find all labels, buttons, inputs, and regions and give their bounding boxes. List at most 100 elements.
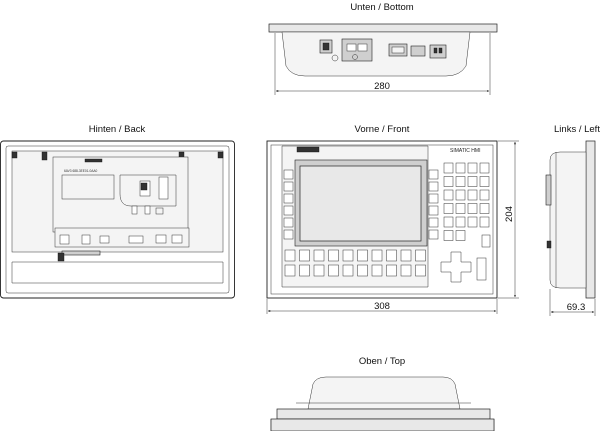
- left-housing: [549, 151, 587, 289]
- function-key-r2-c2: [299, 264, 310, 277]
- keypad-key-r1-c2: [455, 162, 466, 174]
- softkey-left-5: [283, 217, 294, 228]
- keypad-key-r4-c1: [443, 203, 454, 214]
- display-screen: [299, 165, 422, 242]
- front-view-title: Vorne / Front: [355, 124, 410, 135]
- ethernet-module: [341, 38, 373, 62]
- keypad-key-r3-c4: [479, 189, 490, 201]
- front-bezel: [266, 140, 498, 299]
- softkey-left-6: [283, 229, 294, 240]
- serial-port-pins: [391, 46, 405, 54]
- function-key-r2-c6: [357, 264, 368, 277]
- keypad-key-r6-c1: [443, 230, 454, 241]
- numeric-keypad: [443, 162, 491, 248]
- back-bracket: [61, 250, 101, 256]
- back-outer-frame: [0, 140, 235, 299]
- function-key-r1-c5: [342, 249, 354, 262]
- keypad-key-r1-c4: [479, 162, 490, 174]
- function-key-r2-c3: [313, 264, 325, 277]
- bottom-view-title: Unten / Bottom: [350, 2, 413, 13]
- softkey-right-3: [428, 193, 439, 204]
- clip-tl: [11, 151, 18, 159]
- ethernet-port-2: [357, 43, 368, 52]
- softkey-right-1: [428, 169, 439, 180]
- back-port-6: [171, 234, 183, 244]
- power-connector-pins: [322, 42, 330, 51]
- bottom-view: Unten / Bottom 280: [268, 2, 498, 95]
- function-key-r1-c10: [415, 249, 426, 262]
- keypad-key-r3-c3: [467, 189, 478, 201]
- keypad-key-wide: [481, 234, 491, 248]
- keypad-key-r5-c1: [443, 216, 454, 228]
- usb-port: [410, 45, 426, 57]
- softkey-left-2: [283, 181, 294, 192]
- function-keys-right: [428, 169, 439, 240]
- front-width-dimension-label: 308: [374, 301, 390, 312]
- back-inner-frame: [5, 145, 230, 294]
- module-screw: [352, 54, 358, 60]
- led-2: [144, 205, 151, 215]
- back-port-5: [155, 234, 167, 244]
- back-logo-plate: [84, 158, 103, 163]
- left-view-title: Links / Left: [554, 124, 600, 135]
- front-view: Vorne / Front SIMATIC HMI 308 204: [266, 124, 519, 314]
- ethernet-port-1: [346, 43, 357, 52]
- ground-screw: [331, 54, 339, 62]
- type-label-area: [61, 174, 115, 200]
- left-view: Links / Left 69.3: [545, 124, 600, 316]
- softkey-right-4: [428, 205, 439, 216]
- front-height-dimension-label: 204: [504, 206, 515, 222]
- back-bracket-tab: [57, 252, 65, 262]
- front-logo-plate: [296, 146, 320, 153]
- bottom-dimension-label: 280: [374, 81, 390, 92]
- function-keys-bottom: [284, 249, 426, 277]
- softkey-right-2: [428, 181, 439, 192]
- led-1: [131, 205, 138, 215]
- top-front-plate: [270, 418, 495, 431]
- function-key-r2-c8: [386, 264, 397, 277]
- io-pin-1: [433, 47, 438, 54]
- enter-key: [476, 257, 487, 281]
- keypad-key-r4-c3: [467, 203, 478, 214]
- io-connector: [429, 44, 447, 59]
- function-key-r1-c3: [313, 249, 325, 262]
- function-key-r2-c10: [415, 264, 426, 277]
- back-view-title: Hinten / Back: [89, 124, 146, 135]
- back-port-2: [81, 234, 91, 245]
- keypad-key-r4-c2: [455, 203, 466, 214]
- keypad-key-r6-c2: [455, 230, 466, 241]
- function-key-r1-c4: [328, 249, 339, 262]
- function-key-r1-c9: [400, 249, 412, 262]
- brand-label: SIMATIC HMI: [450, 148, 480, 154]
- keypad-key-r2-c3: [467, 176, 478, 187]
- keypad-key-r3-c1: [443, 189, 454, 201]
- keypad-key-r4-c4: [479, 203, 490, 214]
- clip-t1: [41, 151, 48, 161]
- softkey-right-5: [428, 217, 439, 228]
- top-view-title: Oben / Top: [359, 356, 405, 367]
- navigation-cross: [440, 251, 472, 283]
- top-bezel: [276, 408, 491, 420]
- keypad-key-r1-c1: [443, 162, 454, 174]
- back-label-line-1: 6AV3 688-3EE01-0AA0: [64, 169, 97, 173]
- function-key-r2-c5: [342, 264, 354, 277]
- clip-tr: [217, 151, 224, 159]
- back-port-1: [59, 234, 70, 245]
- softkey-right-6: [428, 229, 439, 240]
- keypad-key-r2-c2: [455, 176, 466, 187]
- function-key-r2-c7: [371, 264, 383, 277]
- left-bezel: [585, 140, 596, 299]
- function-key-r2-c9: [400, 264, 412, 277]
- function-key-r1-c8: [386, 249, 397, 262]
- front-bezel-inner: [270, 144, 494, 295]
- keypad-key-r5-c2: [455, 216, 466, 228]
- io-pin-2: [438, 47, 443, 54]
- softkey-left-1: [283, 169, 294, 180]
- left-connector: [545, 174, 552, 206]
- memory-slot-1-card: [140, 182, 148, 191]
- function-keys-left: [283, 169, 294, 240]
- function-key-r2-c4: [328, 264, 339, 277]
- keypad-key-r5-c4: [479, 216, 490, 228]
- keypad-key-r2-c4: [479, 176, 490, 187]
